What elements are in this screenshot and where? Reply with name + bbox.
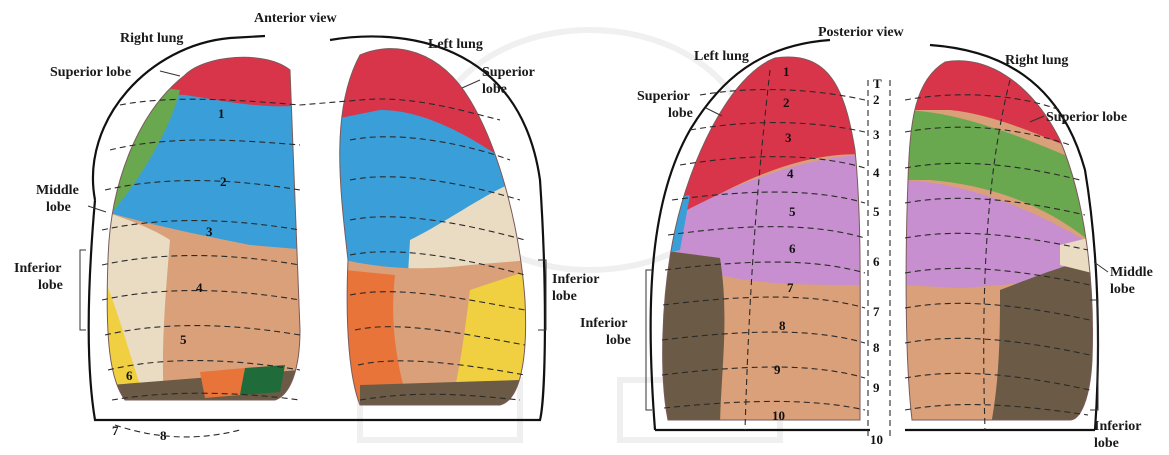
pl-inferior-lobe-brown bbox=[660, 250, 724, 430]
anterior-view: 1 2 3 4 5 6 7 8 Anterior view Right lung… bbox=[14, 11, 599, 443]
posterior-rib-10: 10 bbox=[772, 408, 785, 423]
posterior-superior-lobe-line2: lobe bbox=[668, 106, 693, 121]
posterior-middle-lobe-line1: Middle bbox=[1110, 265, 1153, 280]
posterior-right-inferior-line1: Inferior bbox=[1094, 419, 1141, 434]
posterior-inferior-lobe-line1: Inferior bbox=[580, 316, 627, 331]
anterior-rib-7: 7 bbox=[112, 423, 119, 438]
posterior-rib-6: 6 bbox=[789, 241, 796, 256]
posterior-rib-5: 5 bbox=[789, 204, 796, 219]
posterior-view-title: Posterior view bbox=[818, 25, 905, 40]
posterior-right-lung bbox=[900, 50, 1100, 430]
posterior-rib-4: 4 bbox=[787, 166, 794, 181]
vertebra-3: 3 bbox=[873, 127, 880, 142]
anterior-inferior-lobe-line1: Inferior bbox=[14, 261, 61, 276]
vertebra-6: 6 bbox=[873, 254, 880, 269]
posterior-rib-2: 2 bbox=[783, 95, 790, 110]
vertebra-9: 9 bbox=[873, 380, 880, 395]
posterior-right-inferior-line2: lobe bbox=[1094, 436, 1119, 451]
anterior-rib-3: 3 bbox=[206, 224, 213, 239]
anterior-right-lung bbox=[100, 40, 310, 410]
anterior-left-lung-label: Left lung bbox=[428, 37, 483, 52]
ar-apex-red bbox=[100, 40, 310, 106]
posterior-view: 1 2 3 4 5 6 7 8 9 10 T 2 3 4 5 6 7 8 9 1… bbox=[580, 25, 1153, 451]
vertebra-t1: T bbox=[873, 76, 882, 91]
anterior-inferior-lobe-line2: lobe bbox=[38, 278, 63, 293]
anterior-rib-8: 8 bbox=[160, 428, 167, 443]
posterior-right-lung-label: Right lung bbox=[1005, 53, 1068, 68]
posterior-rib-9: 9 bbox=[774, 362, 781, 377]
anterior-rib-6: 6 bbox=[126, 368, 133, 383]
anterior-rib-1: 1 bbox=[218, 106, 225, 121]
anterior-left-inferior-line1: Inferior bbox=[552, 272, 599, 287]
anterior-middle-lobe-line2: lobe bbox=[46, 200, 71, 215]
anterior-right-lung-label: Right lung bbox=[120, 31, 183, 46]
ar-base-green bbox=[240, 365, 285, 395]
posterior-rib-7: 7 bbox=[787, 280, 794, 295]
posterior-inferior-lobe-line2: lobe bbox=[606, 333, 631, 348]
vertebra-2: 2 bbox=[873, 92, 880, 107]
anterior-middle-lobe-line1: Middle bbox=[36, 183, 79, 198]
vertebra-4: 4 bbox=[873, 165, 880, 180]
vertebra-7: 7 bbox=[873, 304, 880, 319]
posterior-rib-1: 1 bbox=[783, 64, 790, 79]
vertebra-10: 10 bbox=[870, 432, 883, 447]
anterior-view-title: Anterior view bbox=[254, 11, 337, 26]
posterior-left-lung-label: Left lung bbox=[694, 49, 749, 64]
anterior-left-superior-label-line2: lobe bbox=[482, 82, 507, 97]
anterior-left-superior-label-line1: Superior bbox=[482, 65, 535, 80]
posterior-rib-3: 3 bbox=[785, 130, 792, 145]
anterior-left-inferior-line2: lobe bbox=[552, 289, 577, 304]
posterior-right-superior-label: Superior lobe bbox=[1046, 110, 1127, 125]
anterior-superior-lobe-label: Superior lobe bbox=[50, 65, 131, 80]
posterior-rib-8: 8 bbox=[779, 318, 786, 333]
anterior-rib-4: 4 bbox=[196, 280, 203, 295]
vertebra-8: 8 bbox=[873, 340, 880, 355]
posterior-middle-lobe-line2: lobe bbox=[1110, 282, 1135, 297]
vertebra-5: 5 bbox=[873, 204, 880, 219]
posterior-superior-lobe-line1: Superior bbox=[637, 89, 690, 104]
anterior-rib-2: 2 bbox=[220, 174, 227, 189]
anterior-rib-5: 5 bbox=[180, 332, 187, 347]
